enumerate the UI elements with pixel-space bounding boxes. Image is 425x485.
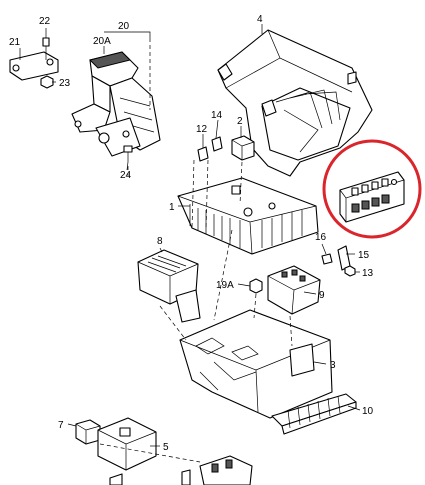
part-9-relay (267, 265, 321, 315)
callout-16: 16 (315, 232, 327, 243)
part-22-bolt (42, 37, 50, 56)
part-8-relay-module (137, 249, 201, 323)
part-4-cover (217, 29, 373, 177)
leader-lines (19, 24, 361, 447)
part-2-relay (231, 135, 255, 161)
highlight-circle (322, 139, 422, 239)
part-1-relay-carrier (177, 177, 319, 255)
part-3-bracket (179, 309, 333, 419)
part-24-bolt (123, 145, 133, 162)
part-16-screw (321, 253, 333, 265)
callout-1: 1 (169, 202, 175, 213)
guide-lines (45, 38, 293, 463)
part-21-bracket (9, 51, 59, 81)
callout-13: 13 (362, 268, 374, 279)
bottom-terminal-assembly (109, 455, 253, 485)
callout-12: 12 (196, 124, 208, 135)
callout-2: 2 (237, 116, 243, 127)
callout-8: 8 (157, 236, 163, 247)
callout-3: 3 (330, 360, 336, 371)
callout-9: 9 (319, 290, 325, 301)
part-12-fuse (197, 146, 209, 162)
callout-7: 7 (58, 420, 64, 431)
callout-labels: 1 2 3 4 5 7 8 9 10 12 13 14 15 16 19A 20… (9, 14, 374, 453)
callout-15: 15 (358, 250, 370, 261)
part-7-relay (75, 419, 101, 445)
highlighted-fuse-strip (339, 171, 405, 223)
callout-22: 22 (39, 16, 51, 27)
part-5-relay-base (97, 417, 157, 471)
callout-19a: 19A (216, 280, 234, 291)
part-14-fuse (211, 136, 223, 152)
callout-10: 10 (362, 406, 374, 417)
callout-20: 20 (118, 21, 130, 32)
callout-23: 23 (59, 78, 71, 89)
callout-5: 5 (163, 442, 169, 453)
callout-4: 4 (257, 14, 263, 25)
part-13-nut (344, 265, 356, 277)
callout-20a: 20A (93, 36, 111, 47)
callout-14: 14 (211, 110, 223, 121)
part-23-nut (40, 75, 54, 89)
callout-21: 21 (9, 37, 21, 48)
part-10-fuse-strip (271, 393, 357, 435)
callout-24: 24 (120, 170, 132, 181)
part-19a-nut (249, 278, 263, 294)
part-20-bracket-assembly (71, 51, 161, 157)
